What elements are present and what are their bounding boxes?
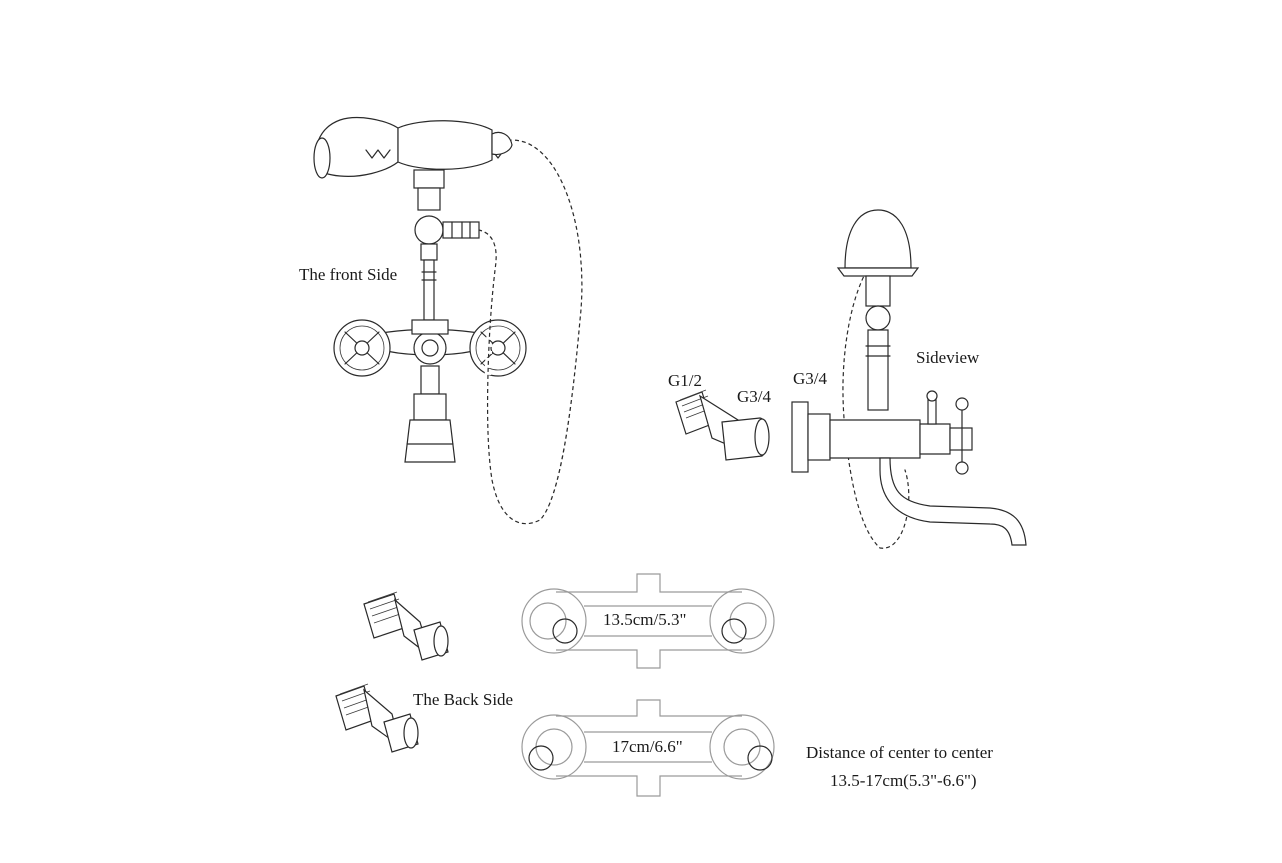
back-plate-small bbox=[521, 573, 775, 669]
mixer-body bbox=[359, 319, 501, 365]
g34-body-label: G3/4 bbox=[793, 369, 827, 388]
g12-label: G1/2 bbox=[668, 371, 702, 390]
shower-hose bbox=[478, 136, 586, 527]
center-distance-note-line2: 13.5-17cm(5.3"-6.6") bbox=[830, 771, 977, 790]
g34-adapter-label: G3/4 bbox=[737, 387, 771, 406]
back-adapter-bottom bbox=[335, 683, 419, 753]
front-side-label: The front Side bbox=[299, 265, 398, 284]
center-distance-note-line1: Distance of center to center bbox=[806, 743, 993, 762]
side-view-drawing bbox=[791, 209, 1027, 552]
front-view-drawing bbox=[313, 116, 586, 527]
hand-shower-head bbox=[313, 116, 513, 189]
eccentric-adapter bbox=[675, 389, 770, 461]
left-cross-handle bbox=[333, 319, 391, 377]
dimension-large-label: 17cm/6.6" bbox=[612, 737, 683, 756]
back-plate-large bbox=[521, 699, 775, 797]
back-side-label: The Back Side bbox=[413, 690, 514, 709]
bottom-spout bbox=[404, 365, 456, 463]
back-adapter-top bbox=[363, 591, 449, 661]
right-cross-handle bbox=[469, 319, 527, 377]
dimension-small-label: 13.5cm/5.3" bbox=[603, 610, 687, 629]
sideview-label: Sideview bbox=[916, 348, 980, 367]
cradle-stem bbox=[414, 187, 480, 321]
